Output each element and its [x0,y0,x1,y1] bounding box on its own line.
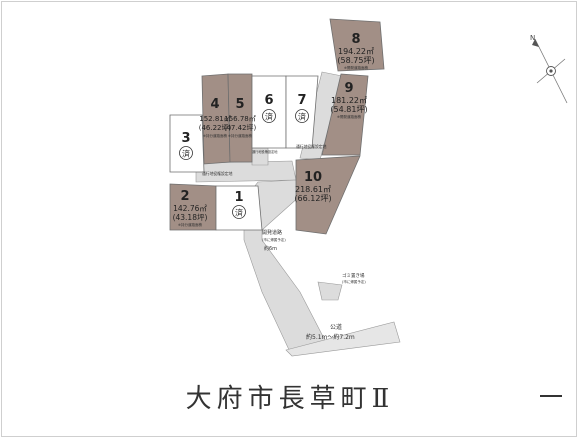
lot-5[interactable] [227,73,253,163]
page-dash [540,395,562,397]
lot-2-number: 2 [180,189,189,204]
lot-3-sold-circle [179,146,193,160]
lot-7-status: 済 [298,112,306,122]
lot-9-note: ※開発道路面積 [337,114,361,119]
road-labels: 通行地役権設定地 通行地役権設定地 通行地役権設定地 開発道路 (市に帰属予定)… [202,144,366,341]
lot-9-number: 9 [344,81,353,96]
lot-10-area: 218.61㎡ [295,185,331,194]
lot-7-number: 7 [297,93,306,108]
garbage-area [317,281,343,301]
lot-2-area: 142.76㎡ [173,204,207,213]
public-road-label: 公道 [330,323,342,331]
garbage-sub-label: (市に帰属予定) [342,279,366,284]
lot-8-tsubo: (58.75坪) [337,56,374,65]
dev-road-label: 開発道路 [262,229,282,236]
lot-7-sold-circle [295,109,309,123]
lot-9-tsubo: (54.81坪) [330,105,367,114]
lot-4-note: ※持分道路面積 [203,133,227,138]
compass-north-label: N [530,34,535,42]
lot-7[interactable] [285,75,319,149]
page-title: 大府市長草町Ⅱ [185,384,395,414]
lot-4-area: 152.81㎡ [199,115,231,123]
lot-6-number: 6 [264,93,273,108]
lot-8[interactable] [329,18,385,72]
lot-2-tsubo: (43.18坪) [173,213,208,222]
easement-label-west: 通行地役権設定地 [202,171,233,176]
lot-labels: 8 194.22㎡ (58.75坪) ※開発道路面積 9 181.22㎡ (54… [173,32,375,227]
lot-5-area: 156.78㎡ [224,115,256,123]
easement-label-mid: 通行地役権設定地 [252,149,278,154]
lot-6-status: 済 [265,112,273,122]
lot-10[interactable] [295,155,361,235]
lot-1-sold-circle [232,205,246,219]
lot-6-sold-circle [262,109,276,123]
lot-8-note: ※開発道路面積 [344,65,368,70]
easement-label-east: 通行地役権設定地 [296,144,327,149]
lot-9[interactable] [321,73,369,156]
lot-8-area: 194.22㎡ [338,47,374,56]
compass-icon: N [530,34,568,104]
lot-5-note: ※持分道路面積 [228,133,252,138]
lot-5-tsubo: (47.42坪) [224,124,257,132]
lot-10-number: 10 [304,170,322,185]
lot-2-note: ※持分道路面積 [178,222,202,227]
lot-5-number: 5 [235,97,244,112]
public-road-width-label: 約5.1m〜約7.2m [306,333,355,341]
dev-road-width-label: 約6m [264,245,277,252]
lot-1-number: 1 [234,190,243,205]
lot-4-number: 4 [210,97,219,112]
lot-3[interactable] [169,114,205,173]
lot-10-tsubo: (66.12坪) [294,194,331,203]
lot-4-tsubo: (46.22坪) [199,124,232,132]
lot-1-status: 済 [235,208,243,218]
lot-9-area: 181.22㎡ [331,96,367,105]
lot-8-number: 8 [351,32,360,47]
dev-road-sub-label: (市に帰属予定) [262,237,286,242]
lot-3-number: 3 [181,131,190,146]
lot-1[interactable] [215,185,263,231]
lot-3-status: 済 [182,149,190,159]
garbage-label: ゴミ置き場 [342,272,365,279]
lots [169,18,385,235]
public-road [285,321,401,357]
